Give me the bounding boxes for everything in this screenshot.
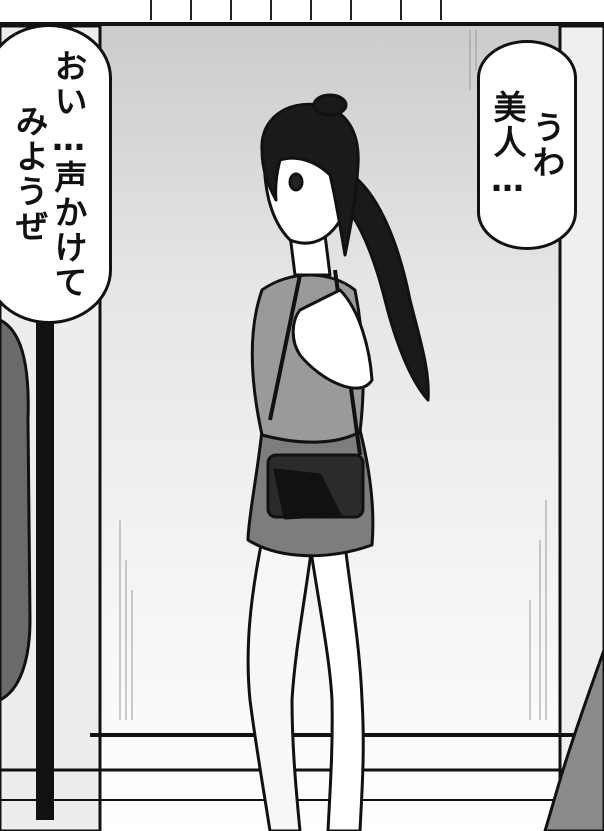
arm	[291, 288, 374, 390]
speech-bubble-right: うわ 美人…	[477, 40, 577, 250]
right-passerby-leg	[543, 649, 604, 831]
woman-figure	[246, 93, 430, 831]
ponytail	[338, 168, 430, 402]
front-leg	[308, 543, 365, 831]
speech-right-line-1: うわ	[527, 110, 566, 180]
speech-bubble-left: おい…声かけて みようぜ	[0, 24, 112, 324]
left-pillar-inner	[36, 300, 54, 820]
tone-lines	[119, 30, 547, 720]
speech-right-line-2: 美人…	[488, 89, 527, 201]
left-passerby	[0, 318, 32, 702]
hair-bun	[312, 93, 348, 117]
speech-left-line-1: おい…声かけて	[49, 48, 88, 300]
bag-flap	[273, 468, 342, 520]
back-leg	[246, 538, 314, 831]
top-border-strip	[0, 0, 604, 26]
speech-left-line-2: みようぜ	[10, 104, 49, 244]
eye	[288, 172, 304, 192]
